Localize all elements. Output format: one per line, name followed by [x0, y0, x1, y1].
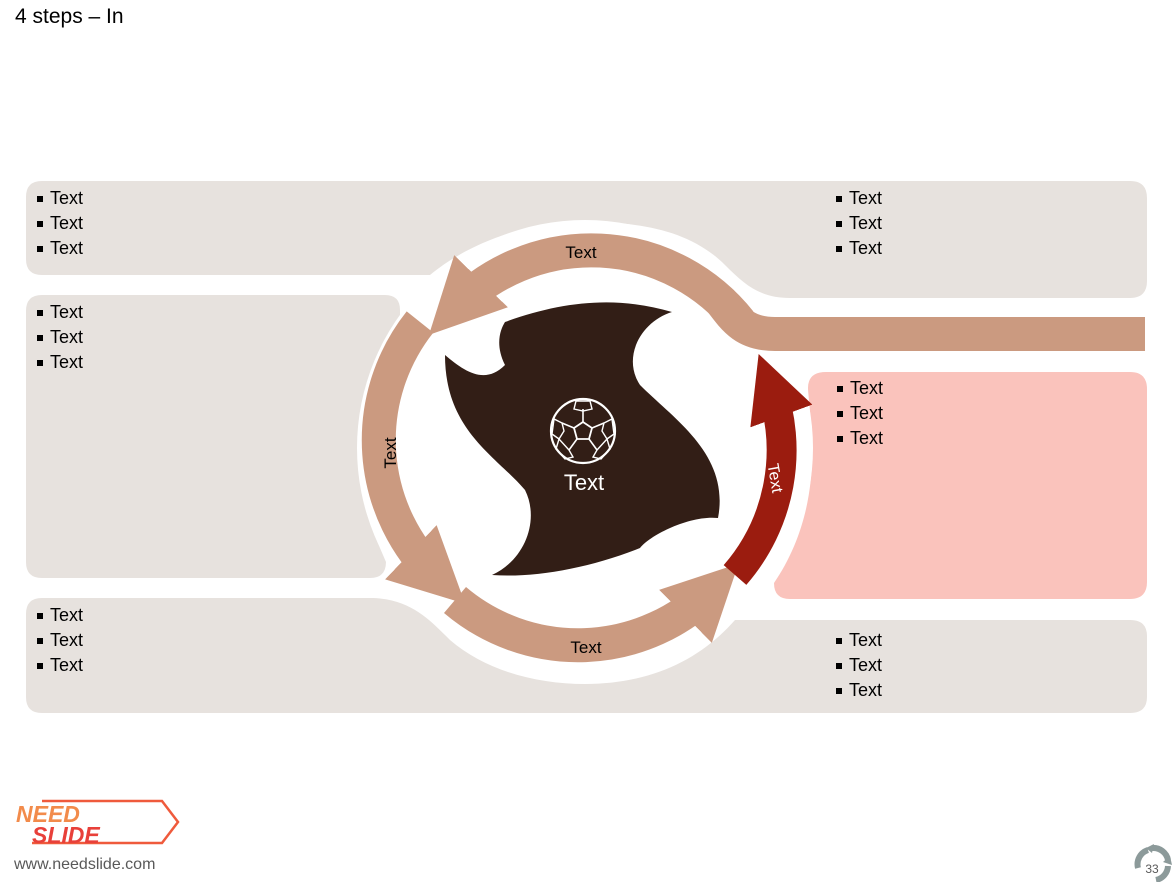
panel-middle-right [774, 372, 1147, 599]
arrow-top-label: Text [565, 243, 596, 262]
arrow-left-label: Text [381, 437, 400, 468]
list-item: Text [36, 603, 83, 628]
needslide-logo: NEED SLIDE [16, 799, 180, 848]
panel-top-right-list: Text Text Text [835, 186, 882, 261]
logo-line1: NEED [16, 801, 80, 827]
list-item: Text [36, 236, 83, 261]
panel-bottom-left-list: Text Text Text [36, 603, 83, 678]
page-number: 33 [1145, 862, 1159, 876]
list-item: Text [36, 350, 83, 375]
panel-top [26, 181, 1147, 298]
arrow-right-label: Text [764, 462, 786, 494]
arrow-left [361, 311, 466, 604]
page-number-badge: 33 [1130, 842, 1174, 883]
list-item: Text [836, 401, 883, 426]
list-item: Text [835, 653, 882, 678]
arrow-bottom [443, 563, 739, 663]
list-item: Text [835, 236, 882, 261]
list-item: Text [36, 653, 83, 678]
list-item: Text [36, 325, 83, 350]
list-item: Text [836, 426, 883, 451]
cycle-arrows-icon [1134, 844, 1172, 883]
list-item: Text [36, 186, 83, 211]
list-item: Text [836, 376, 883, 401]
list-item: Text [835, 678, 882, 703]
panel-middle-right-list: Text Text Text [836, 376, 883, 451]
list-item: Text [835, 628, 882, 653]
arrow-right [723, 354, 813, 585]
website-link[interactable]: www.needslide.com [14, 856, 156, 873]
arrow-bottom-label: Text [570, 638, 601, 657]
list-item: Text [36, 211, 83, 236]
list-item: Text [36, 628, 83, 653]
panel-bottom-right-list: Text Text Text [835, 628, 882, 703]
list-item: Text [835, 211, 882, 236]
panel-top-left-list: Text Text Text [36, 186, 83, 261]
list-item: Text [36, 300, 83, 325]
slide-title: 4 steps – In [15, 5, 124, 28]
center-label: Text [564, 470, 604, 495]
arrow-band-right [706, 289, 1145, 351]
panel-middle-left [26, 295, 400, 578]
arrow-top [428, 233, 754, 335]
panel-middle-left-list: Text Text Text [36, 300, 83, 375]
logo-line2: SLIDE [32, 822, 100, 848]
list-item: Text [835, 186, 882, 211]
panel-bottom [26, 598, 1147, 713]
soccer-ball-icon [549, 397, 617, 465]
